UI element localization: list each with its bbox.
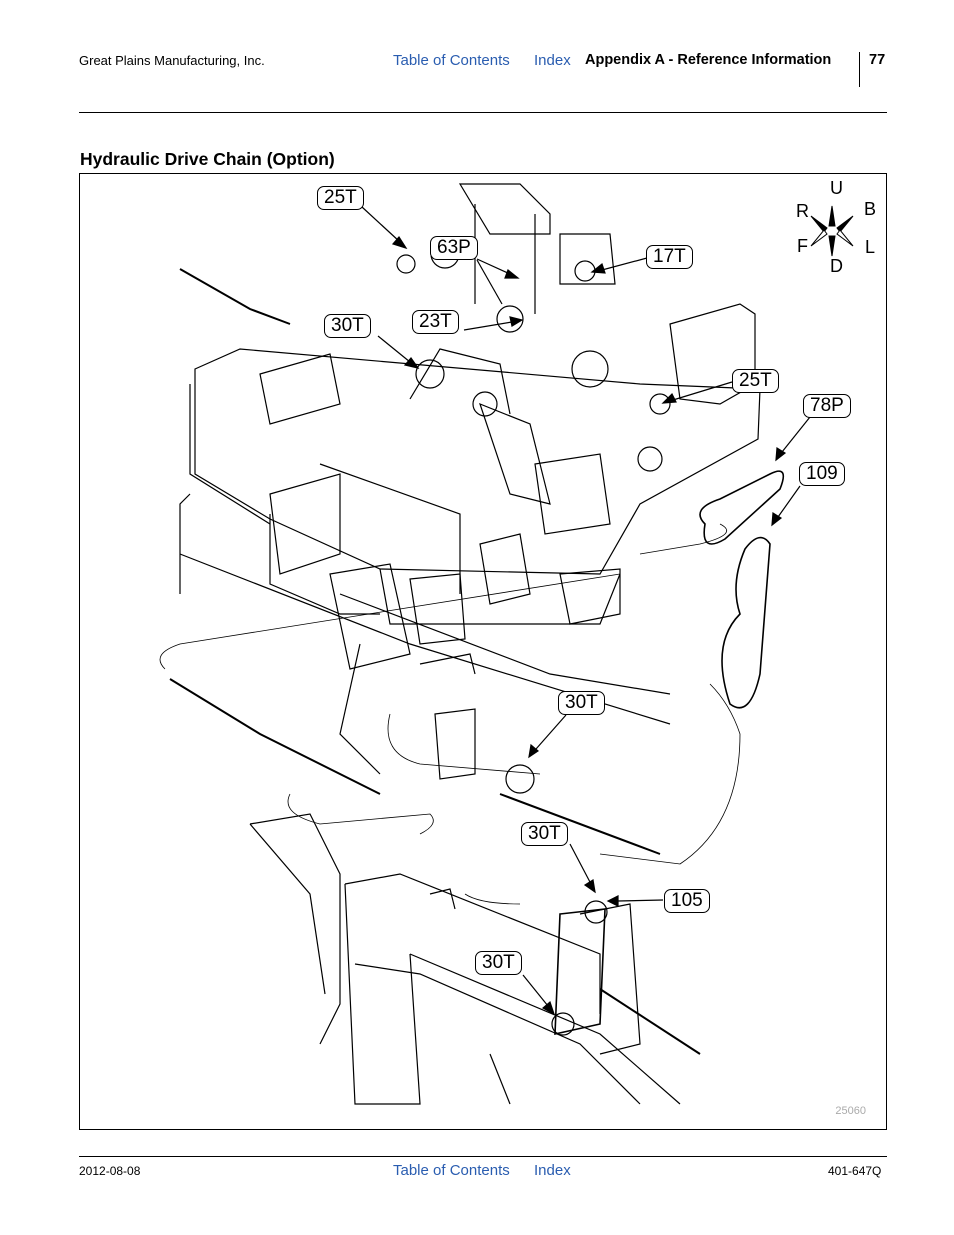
compass-up-label: U [830, 178, 843, 198]
callout-30t-upper: 30T [324, 314, 371, 338]
compass-back-label: B [864, 199, 877, 219]
callout-63p: 63P [430, 236, 478, 260]
compass-front-label: F [797, 236, 808, 256]
toc-link[interactable]: Table of Contents [393, 52, 510, 69]
index-link[interactable]: Index [534, 52, 571, 69]
callout-105: 105 [664, 889, 710, 913]
compass-left-label: L [865, 237, 876, 257]
callout-30t-lower: 30T [521, 822, 568, 846]
footer-date: 2012-08-08 [79, 1164, 141, 1178]
footer-rule [79, 1156, 887, 1157]
figure-number: 25060 [835, 1105, 866, 1117]
section-title: Hydraulic Drive Chain (Option) [80, 149, 335, 169]
callout-leaders [361, 206, 811, 1016]
page-number: 77 [869, 52, 886, 68]
callout-25t-right: 25T [732, 369, 779, 393]
compass-icon [810, 205, 854, 257]
parts-diagram: U R B F L D 25T 63P 17T 30T 23T 25T 78P … [79, 173, 887, 1130]
compass-down-label: D [830, 256, 843, 276]
header-rule [79, 112, 887, 113]
footer-doc-number: 401-647Q [828, 1164, 882, 1178]
section-name: Appendix A - Reference Information [585, 52, 832, 68]
callout-17t: 17T [646, 245, 693, 269]
callout-30t-bottom: 30T [475, 951, 522, 975]
callout-25t-upper: 25T [317, 186, 364, 210]
callout-109: 109 [799, 462, 845, 486]
compass-right-label: R [796, 201, 809, 221]
footer-toc-link[interactable]: Table of Contents [393, 1162, 510, 1179]
company-name: Great Plains Manufacturing, Inc. [79, 53, 265, 68]
callout-30t-middle: 30T [558, 691, 605, 715]
callout-78p: 78P [803, 394, 851, 418]
footer-index-link[interactable]: Index [534, 1162, 571, 1179]
header-divider [859, 52, 860, 87]
callout-23t: 23T [412, 310, 459, 334]
